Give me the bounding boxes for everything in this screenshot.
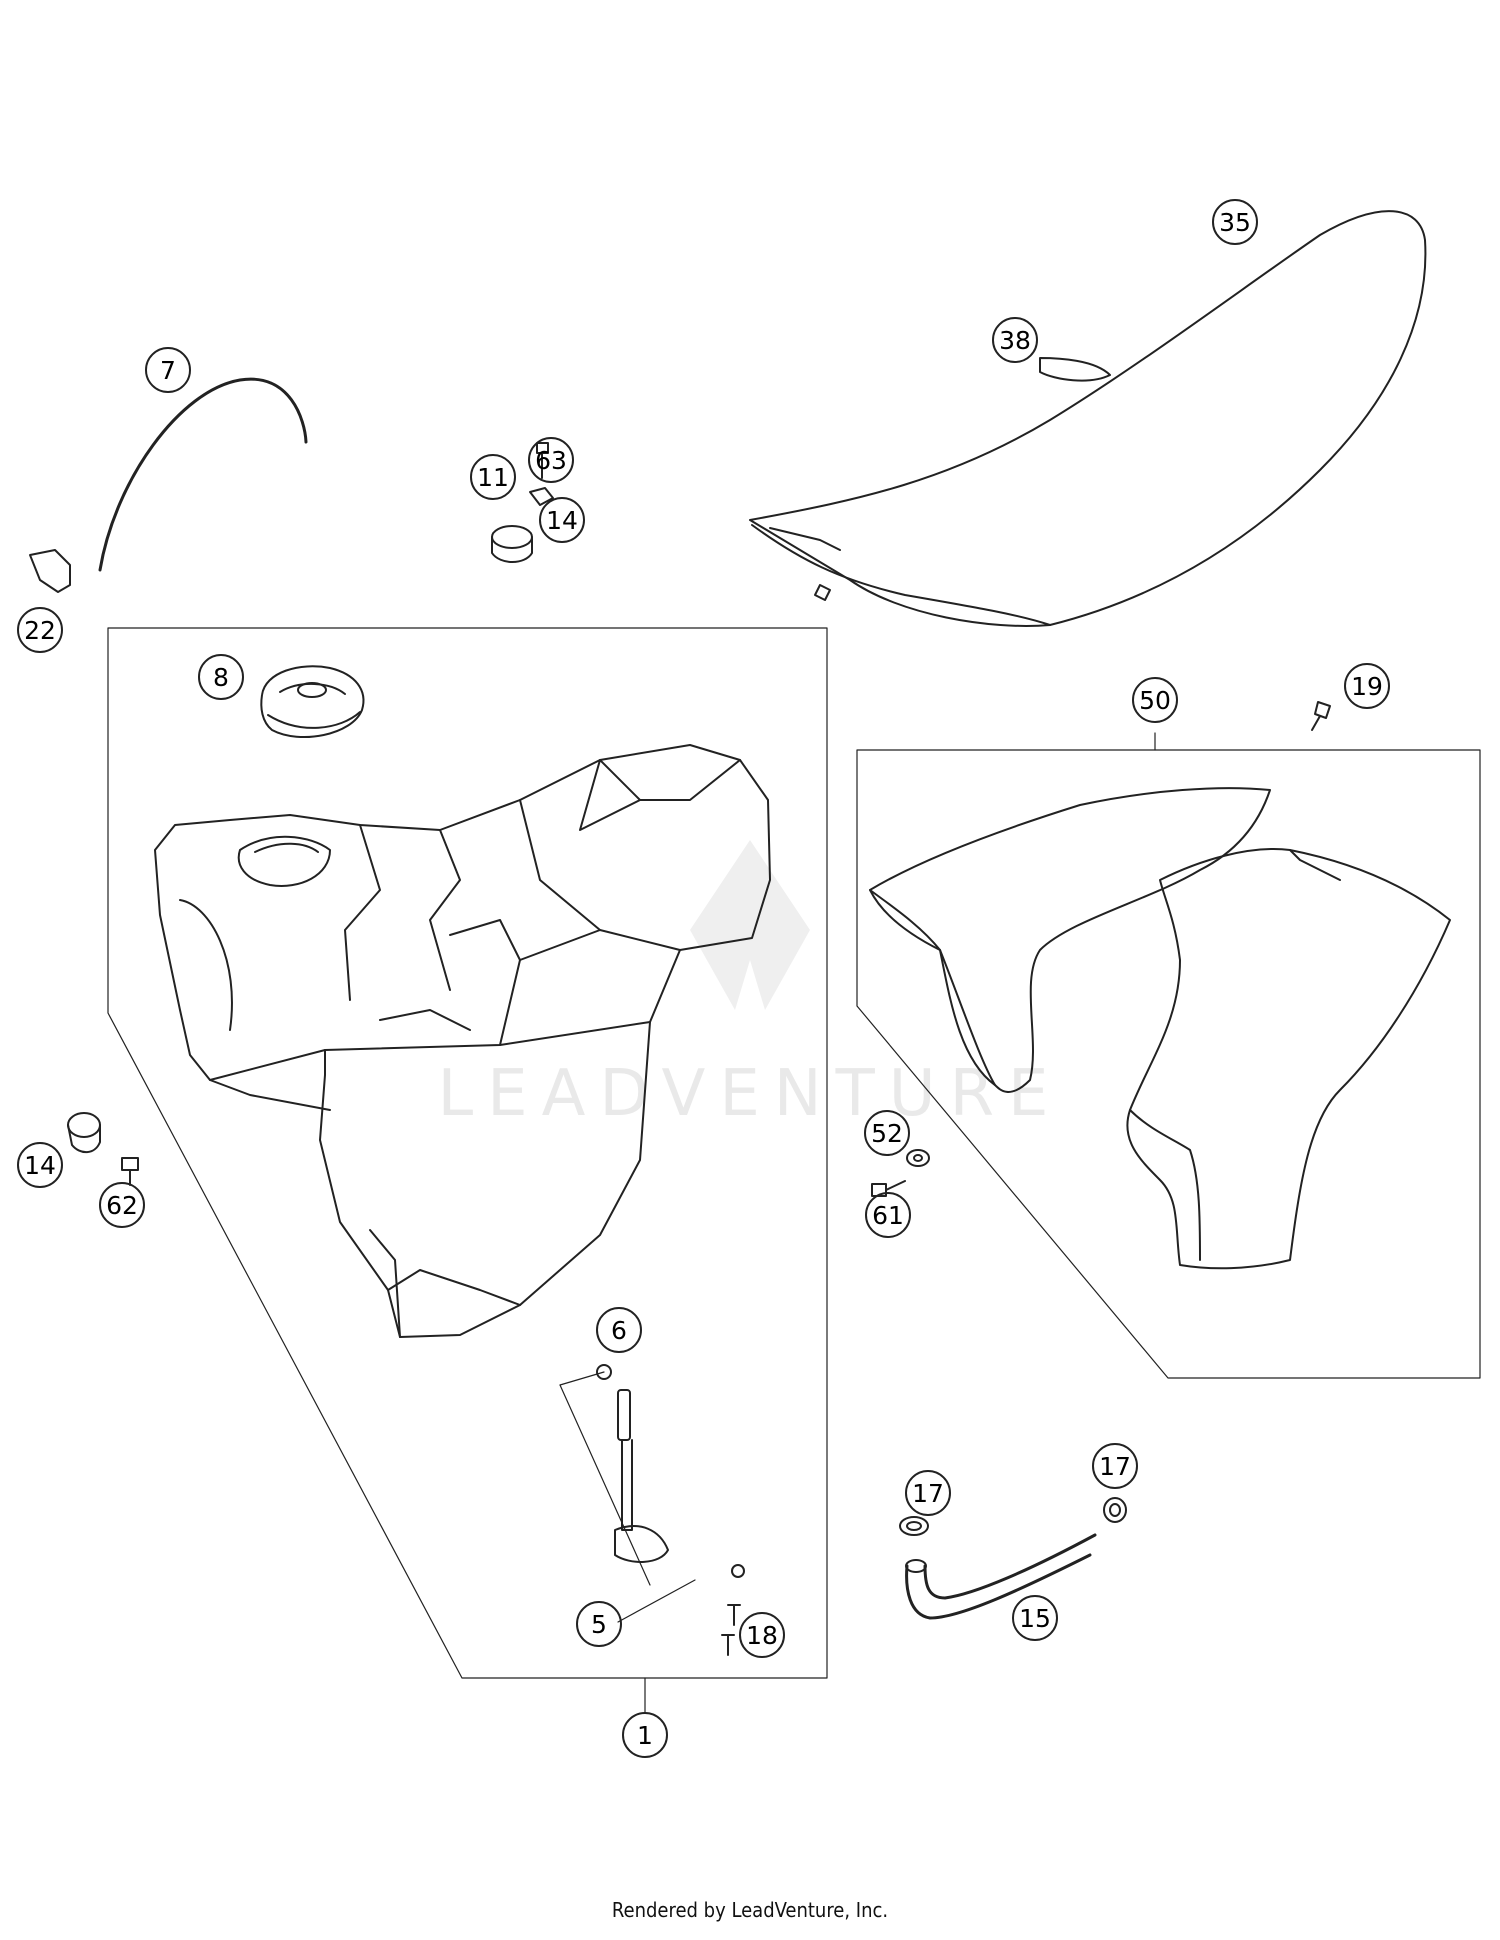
leader-5-a xyxy=(559,1384,651,1586)
callout-5: 5 xyxy=(591,1610,607,1639)
screw-63 xyxy=(536,442,549,479)
clamp-17-left xyxy=(899,1516,929,1536)
callout-1: 1 xyxy=(637,1721,653,1750)
screw-61 xyxy=(871,1180,906,1197)
callout-38: 38 xyxy=(999,326,1031,355)
bushing-14-left xyxy=(67,1112,101,1154)
hose-fitting xyxy=(29,549,71,593)
callout-18: 18 xyxy=(746,1621,778,1650)
washer-52 xyxy=(906,1149,930,1167)
callout-11: 11 xyxy=(477,463,509,492)
screw-62 xyxy=(121,1157,139,1186)
watermark: LEADVENTURE xyxy=(438,840,1063,1131)
callout-19: 19 xyxy=(1351,672,1383,701)
bushing-14-top xyxy=(491,525,533,563)
hose-end xyxy=(905,1559,927,1573)
watermark-logo-icon xyxy=(690,840,810,1010)
callout-15: 15 xyxy=(1019,1604,1051,1633)
callout-6: 6 xyxy=(611,1316,627,1345)
fuel-tank xyxy=(154,744,771,1338)
callout-8: 8 xyxy=(213,663,229,692)
footer-credit: Rendered by LeadVenture, Inc. xyxy=(611,1898,889,1922)
leader-6 xyxy=(559,1371,605,1386)
breather-hose xyxy=(98,377,308,572)
callout-62: 62 xyxy=(106,1191,138,1220)
callout-52: 52 xyxy=(871,1119,903,1148)
callout-labels: 1 5 6 7 8 11 14 14 15 17 17 18 19 22 35 … xyxy=(24,208,1383,1750)
seat xyxy=(749,210,1427,627)
callout-61: 61 xyxy=(872,1201,904,1230)
callout-14-top: 14 xyxy=(546,506,578,535)
tank-spoiler-left xyxy=(869,787,1271,1093)
callout-7: 7 xyxy=(160,356,176,385)
callout-17-right: 17 xyxy=(1099,1452,1131,1481)
nut-11 xyxy=(529,487,554,506)
watermark-text: LEADVENTURE xyxy=(438,1057,1063,1131)
leader-5-b xyxy=(617,1579,696,1623)
clamp-17-right xyxy=(1103,1497,1127,1523)
callout-35: 35 xyxy=(1219,208,1251,237)
callout-14-left: 14 xyxy=(24,1151,56,1180)
callout-circles xyxy=(17,199,1390,1758)
hose-15 xyxy=(905,1533,1097,1620)
fuel-cap xyxy=(260,665,365,738)
callout-22: 22 xyxy=(24,616,56,645)
spoiler-group-frame xyxy=(856,749,1481,1379)
tank-spoiler-right xyxy=(1126,848,1451,1270)
fuel-tap xyxy=(596,1364,745,1578)
tank-group-frame xyxy=(107,627,828,1679)
callout-50: 50 xyxy=(1139,686,1171,715)
callout-63: 63 xyxy=(535,446,567,475)
callout-17-left: 17 xyxy=(912,1479,944,1508)
screws-18 xyxy=(721,1604,741,1656)
screw-19 xyxy=(1311,701,1331,731)
